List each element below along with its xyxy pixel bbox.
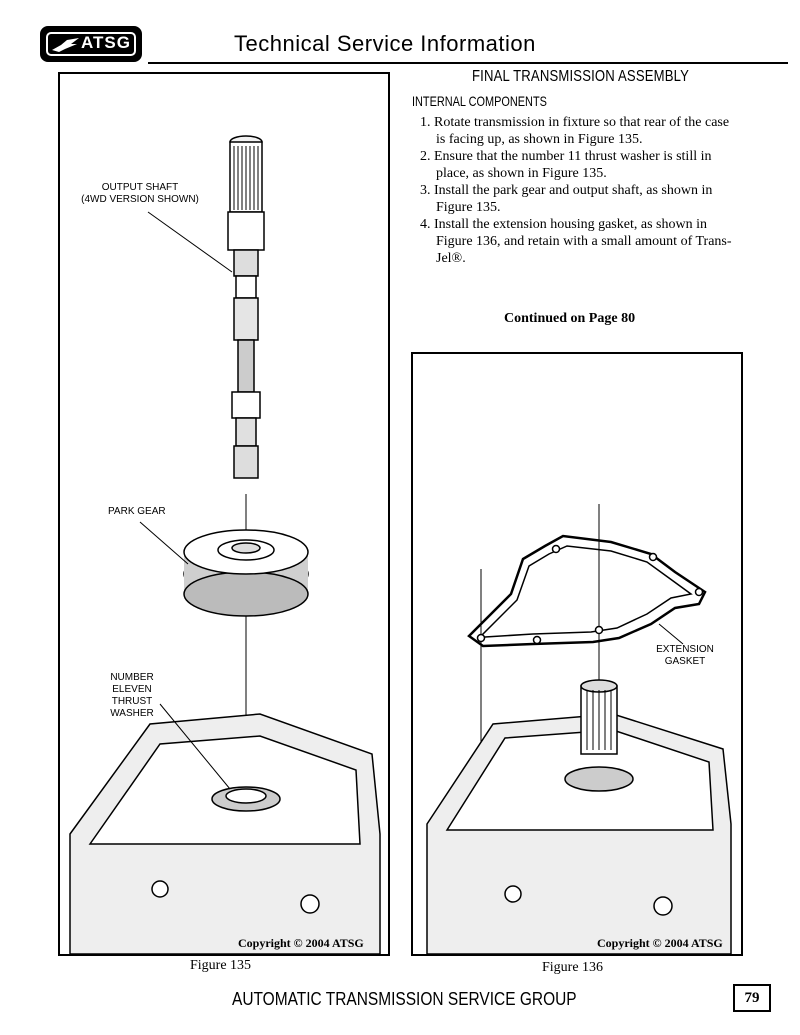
transmission-case-drawing [69,713,381,954]
atsg-logo: ATSG [40,26,142,62]
callout-thrust-washer: NUMBER ELEVEN THRUST WASHER [110,672,154,719]
callout-output-shaft: OUTPUT SHAFT (4WD VERSION SHOWN) [81,182,199,205]
footer-text: AUTOMATIC TRANSMISSION SERVICE GROUP [232,989,577,1009]
step-item: 4. Install the extension housing gasket,… [420,217,732,266]
callout-park-gear: PARK GEAR [108,506,166,517]
figure-136-box: EXTENSION GASKET Copyright © 2004 ATSG [411,352,743,956]
extension-gasket-drawing [467,534,707,648]
park-gear-drawing [183,529,309,617]
figure-135-box: OUTPUT SHAFT (4WD VERSION SHOWN) PARK GE… [58,72,390,956]
section-title: FINAL TRANSMISSION ASSEMBLY [472,68,690,85]
step-item: 2. Ensure that the number 11 thrust wash… [420,149,712,181]
figure-136-illustration [426,504,732,954]
figure-136-copyright: Copyright © 2004 ATSG [597,936,723,950]
output-shaft-drawing [227,135,265,479]
logo-text: ATSG [81,33,131,52]
figure-135-illustration [69,135,381,954]
section-subtitle: INTERNAL COMPONENTS [412,93,547,109]
eagle-icon [52,38,79,52]
figure-136-caption: Figure 136 [542,960,604,975]
figure-135-copyright: Copyright © 2004 ATSG [238,936,364,950]
callout-extension-gasket: EXTENSION GASKET [656,644,714,667]
step-item: 1. Rotate transmission in fixture so tha… [420,115,730,147]
assembly-steps: 1. Rotate transmission in fixture so tha… [420,114,740,267]
step-item: 3. Install the park gear and output shaf… [420,183,713,215]
header-divider [148,62,788,64]
page-number: 79 [733,984,771,1012]
continued-note: Continued on Page 80 [504,311,636,326]
page-header-title: Technical Service Information [234,31,536,56]
figure-135-caption: Figure 135 [190,958,252,973]
transmission-case-drawing [426,679,732,954]
